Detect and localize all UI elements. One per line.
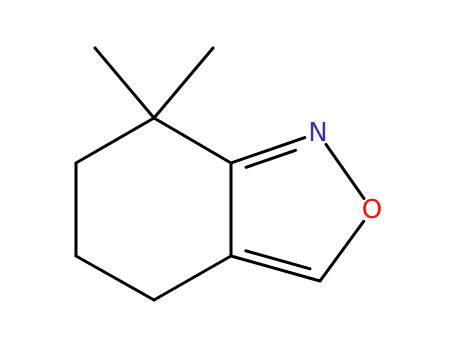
bond-n-c7a-half-b <box>229 148 270 165</box>
bond-o-n-half-a <box>343 170 366 201</box>
bond-c4-c3a <box>152 254 233 302</box>
bond-me1-c7 <box>93 46 156 120</box>
bond-layer <box>74 46 366 302</box>
oxygen-atom-label: O <box>362 195 382 225</box>
atom-label-layer: N O <box>308 118 382 225</box>
bond-n-c7a-inner-half-b <box>244 157 273 169</box>
bond-n-c7a-inner-half-a <box>269 148 298 161</box>
bond-c3-o-half-a <box>318 249 344 283</box>
bond-c7-c6 <box>74 116 156 165</box>
bond-c3-o-half-b <box>340 219 366 253</box>
bond-c3a-c3-inner <box>244 249 312 271</box>
bond-o-n-half-b <box>324 142 347 173</box>
nitrogen-atom-label: N <box>308 118 327 148</box>
bond-n-c7a-half-a <box>266 136 307 152</box>
bond-c3a-c3 <box>229 254 322 283</box>
bond-c7a-c7 <box>152 116 233 165</box>
bond-c5-c4 <box>74 254 156 302</box>
bond-me2-c7 <box>152 46 215 120</box>
